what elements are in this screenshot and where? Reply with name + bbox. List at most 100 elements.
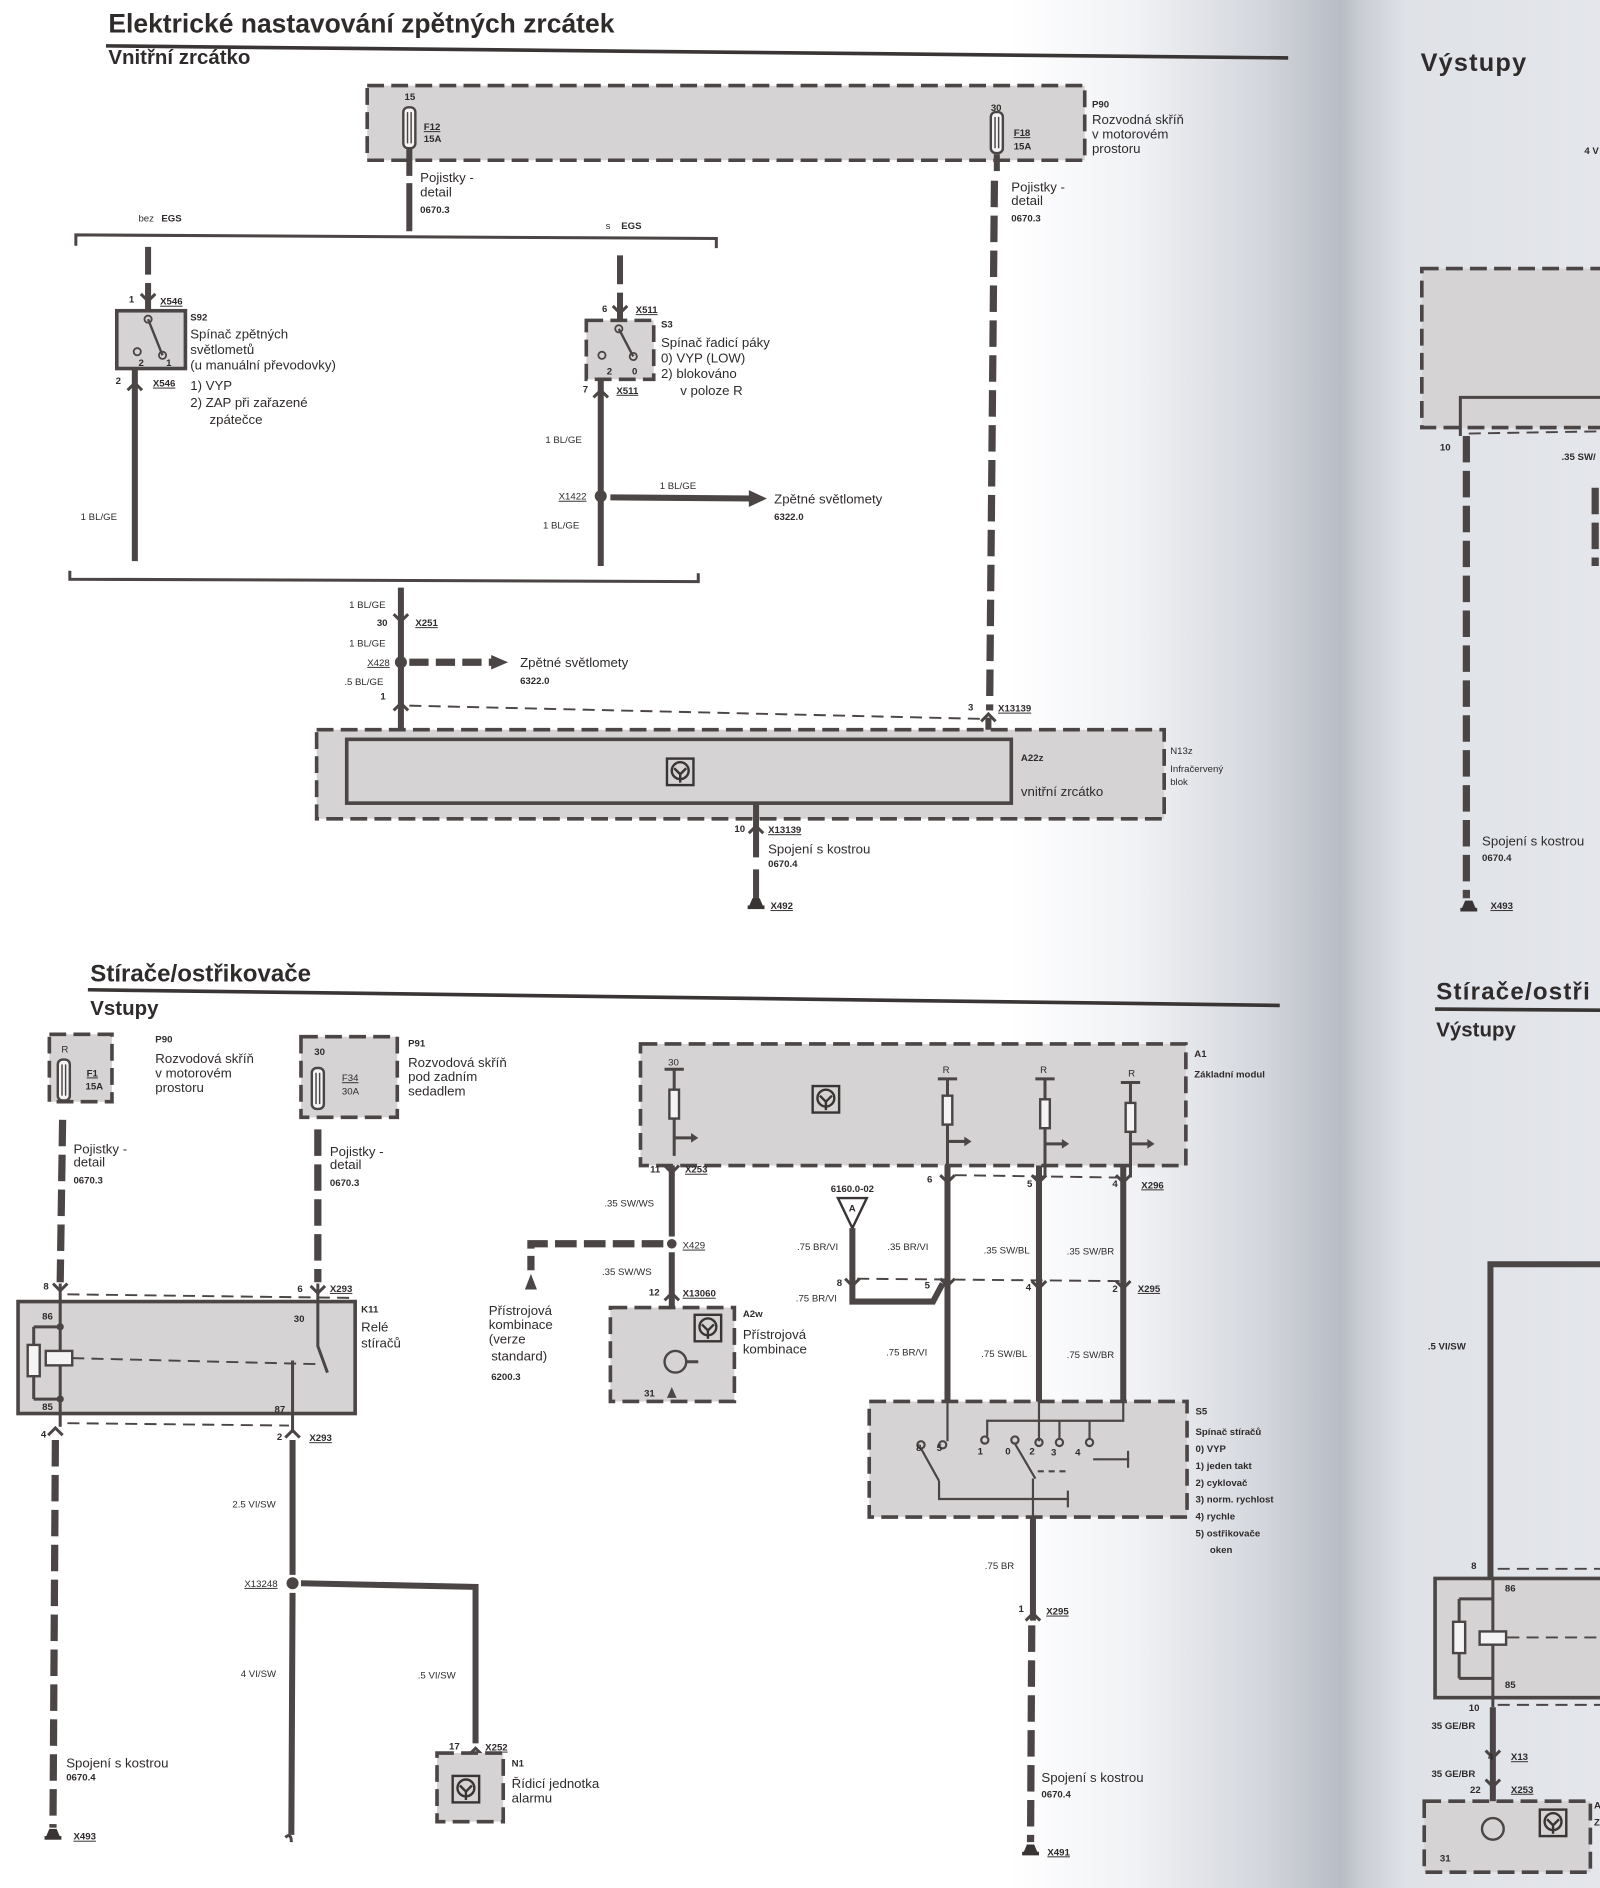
switch-option: 5) ostřikovače	[1195, 1528, 1260, 1539]
component-id: P90	[155, 1035, 172, 1046]
component-id: S3	[661, 320, 673, 331]
title-rule	[87, 987, 1280, 1008]
switch-option: 1) jeden takt	[1195, 1461, 1252, 1472]
pin-label: 31	[1440, 1853, 1451, 1864]
switch-option: 0) VYP	[1195, 1444, 1226, 1455]
pin-label: 22	[1470, 1785, 1481, 1796]
reference-number: 6200.3	[491, 1372, 520, 1383]
terminal-label: 85	[1505, 1680, 1516, 1691]
section-title: Stírače/ostřikovače	[90, 960, 311, 987]
ground-label: Spojení s kostrou	[1482, 833, 1584, 848]
wire	[849, 1228, 946, 1305]
contact-label: 2	[138, 358, 143, 369]
ground-ref: 0670.4	[1041, 1790, 1071, 1801]
section-subtitle: Vstupy	[90, 997, 159, 1020]
component-label: pod zadním	[408, 1069, 477, 1084]
component-id: S92	[190, 312, 207, 323]
connector-label: X546	[153, 379, 175, 390]
ground-connector: X491	[1047, 1847, 1070, 1858]
pin-label: 10	[734, 824, 745, 835]
ref-label: Pojistky -	[1011, 180, 1065, 195]
fuse-name: F12	[424, 122, 441, 133]
pin-label: R	[1040, 1065, 1047, 1076]
pin-label: 5	[925, 1280, 931, 1291]
switch-option: 3) norm. rychlost	[1195, 1495, 1274, 1506]
contact-label: 4	[1075, 1448, 1081, 1459]
p90-fuse-box	[365, 83, 1087, 163]
pin-label: 10	[1469, 1703, 1480, 1714]
connector-label: X13139	[998, 704, 1031, 715]
wire-label: 1 BL/GE	[545, 435, 581, 446]
wire	[527, 1240, 664, 1271]
connector-icon	[283, 1428, 302, 1440]
pin-label: 1	[1019, 1604, 1025, 1615]
resistor-icon	[1451, 1620, 1467, 1655]
ref-number: 0670.3	[330, 1178, 359, 1189]
contact-label: 8	[916, 1443, 922, 1454]
reference-label: Přístrojová	[489, 1303, 553, 1318]
switch-contacts	[916, 1401, 1130, 1530]
wire-label: 4 VI/SW	[241, 1669, 277, 1680]
wire-label: .35 BR/VI	[887, 1242, 928, 1253]
fuse-rating: 15A	[1014, 141, 1032, 152]
connector-label: X13139	[768, 825, 801, 836]
component-id: A1	[1194, 1049, 1207, 1060]
component-label: Rozvodová skříň	[155, 1051, 254, 1066]
component-id: K11	[361, 1304, 379, 1315]
wire-label: 1 BL/GE	[349, 600, 385, 611]
wire-label: .35 SW/BR	[1067, 1247, 1115, 1258]
variant-name: EGS	[621, 221, 642, 232]
fuse-name: F1	[87, 1068, 99, 1079]
connector-label: X252	[485, 1743, 507, 1754]
component-label: v motorovém	[155, 1066, 232, 1081]
ref-label: detail	[1011, 193, 1043, 208]
junction-x428	[394, 656, 407, 669]
component-id: P90	[1092, 99, 1109, 110]
switch-option: oken	[1210, 1545, 1233, 1556]
wire	[986, 180, 999, 711]
component-label: blok	[1170, 777, 1188, 788]
ref-number: 0670.3	[73, 1176, 102, 1187]
component-label: Relé	[361, 1320, 388, 1335]
component-label: vnitřní zrcátko	[1021, 784, 1103, 799]
component-id: A2w	[743, 1309, 763, 1320]
connector-label: X13060	[683, 1289, 716, 1300]
pin-label: 1	[380, 692, 386, 703]
a22z-interior-mirror	[344, 737, 1014, 805]
pin-label: 2	[116, 376, 121, 387]
relay-linkage	[72, 1357, 320, 1366]
junction-x13248	[286, 1577, 299, 1590]
section-mirror-adjust: Elektrické nastavování zpětných zrcátek …	[68, 9, 1289, 912]
cut-off-label: Z	[1594, 1817, 1600, 1828]
pin-label: 6	[297, 1284, 302, 1295]
pin-label: 4	[1026, 1283, 1032, 1294]
pin-label: 30	[377, 618, 388, 629]
reference-number: 6160.0-02	[831, 1184, 874, 1195]
cut-off-label: A	[1594, 1800, 1600, 1811]
pin-label: 12	[649, 1288, 660, 1299]
fuse-f12-icon	[402, 106, 417, 150]
pin-label: 8	[837, 1278, 843, 1289]
component-label: Rozvodová skříň	[408, 1055, 507, 1070]
switch-option: 2) cyklovač	[1195, 1478, 1248, 1489]
ground-ref: 0670.4	[1482, 853, 1512, 864]
wire	[49, 1439, 59, 1828]
variant-name: EGS	[161, 214, 182, 225]
reference-label: Zpětné světlomety	[774, 491, 883, 506]
wire	[610, 494, 752, 502]
pin-label: R	[1128, 1068, 1135, 1079]
pin-label: 6	[927, 1174, 932, 1185]
right-page-partial: Výstupy 4 V 10 .35 SW/ Spojení s kostrou…	[1420, 49, 1600, 1875]
ground-icon	[1460, 900, 1478, 912]
switch-lever-icon	[617, 328, 635, 358]
wire	[56, 1119, 67, 1283]
ground-ref: 0670.4	[66, 1773, 96, 1784]
pin-label: 5	[1027, 1179, 1033, 1190]
component-label: 0) VYP (LOW)	[661, 351, 745, 366]
arrow-icon	[748, 490, 767, 507]
pin-label: 2	[277, 1432, 282, 1443]
reference-label: Zpětné světlomety	[520, 655, 629, 670]
contact-label: 0	[632, 367, 637, 378]
ground-connector: X492	[771, 901, 793, 912]
